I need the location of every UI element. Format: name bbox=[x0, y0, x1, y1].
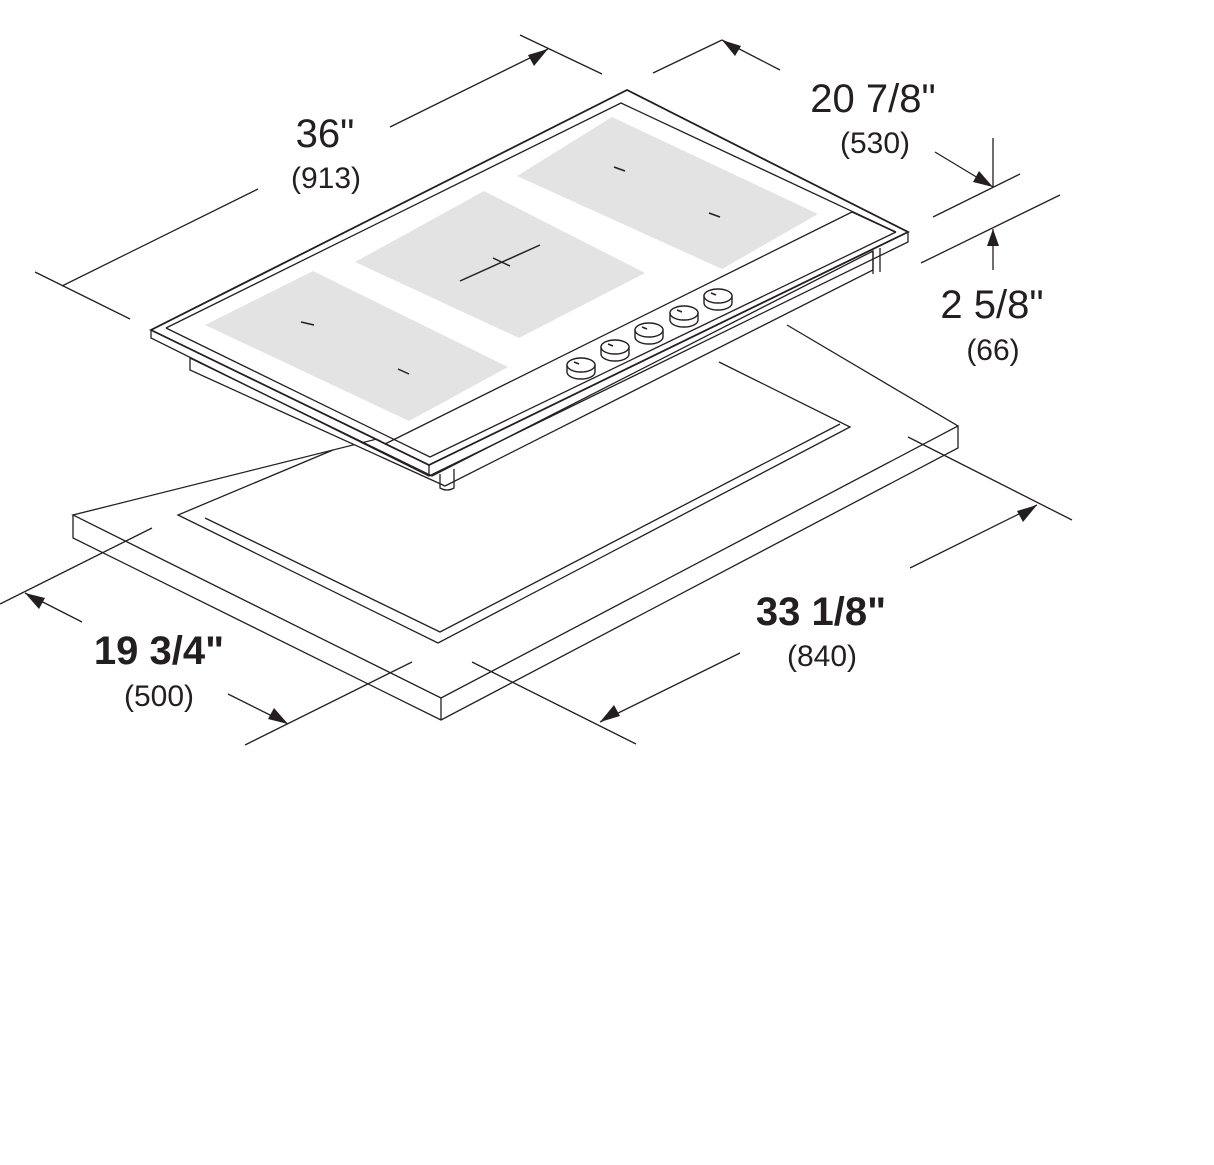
cutout-depth-imperial-label: 19 3/4" bbox=[94, 629, 224, 673]
cutout-width-extension-left bbox=[471, 661, 637, 745]
height-metric-label: (66) bbox=[966, 334, 1019, 367]
depth-arrow-bottom bbox=[973, 171, 993, 187]
depth-arrow-top bbox=[722, 40, 741, 56]
zone-mark bbox=[397, 368, 410, 375]
cutout-inner-edge bbox=[204, 423, 841, 633]
cutout-width-dim-line-right bbox=[909, 504, 1038, 569]
cooktop bbox=[148, 88, 911, 491]
dimension-lines bbox=[0, 34, 1073, 746]
control-knob-1 bbox=[566, 357, 596, 380]
cooking-zone-left bbox=[205, 271, 508, 421]
cutout-width-extension-right bbox=[907, 436, 1073, 521]
zone-mark bbox=[492, 257, 511, 267]
height-extension-bottom bbox=[920, 194, 1061, 264]
cutout-depth-arrow-bottom bbox=[268, 708, 288, 724]
dimension-labels: 36" (913) 20 7/8" (530) 2 5/8" (66) 33 1… bbox=[94, 77, 1044, 713]
control-strip-line bbox=[384, 211, 853, 445]
control-knob-2 bbox=[600, 339, 630, 362]
height-imperial-label: 2 5/8" bbox=[940, 283, 1043, 327]
cooking-zone-center bbox=[355, 191, 645, 338]
cutout-width-arrow-left bbox=[600, 705, 620, 722]
cutout-depth-arrow-top bbox=[25, 593, 45, 609]
zone-mark bbox=[300, 321, 315, 326]
width-dim-line-left bbox=[61, 188, 259, 287]
depth-imperial-label: 20 7/8" bbox=[810, 77, 935, 121]
cooktop-bevel-back bbox=[165, 102, 897, 329]
zone-mark-center bbox=[459, 244, 541, 282]
cutout-depth-extension-top bbox=[0, 527, 153, 605]
countertop-edge bbox=[72, 426, 959, 721]
cutout-width-dim-line-left bbox=[599, 652, 741, 723]
housing-foot bbox=[439, 469, 455, 491]
height-extension-top bbox=[932, 173, 1021, 218]
width-imperial-label: 36" bbox=[296, 112, 355, 156]
countertop bbox=[71, 324, 960, 721]
control-knob-4 bbox=[669, 305, 699, 328]
control-knobs bbox=[566, 288, 733, 380]
cutout-depth-metric-label: (500) bbox=[124, 680, 194, 713]
width-dim-line-right bbox=[389, 48, 549, 128]
control-knob-3 bbox=[634, 322, 664, 345]
depth-extension-top bbox=[652, 39, 723, 74]
cutout-outline bbox=[176, 361, 852, 644]
width-arrow bbox=[528, 49, 548, 66]
height-arrow-bottom bbox=[987, 229, 999, 246]
cooktop-bevel bbox=[165, 231, 897, 458]
cooking-zone-right bbox=[517, 117, 818, 269]
zone-mark bbox=[708, 212, 721, 218]
cutout-width-arrow-right bbox=[1017, 505, 1037, 522]
cutout-depth-extension-bottom bbox=[244, 661, 413, 746]
control-strip-end bbox=[851, 211, 896, 233]
cutout-width-imperial-label: 33 1/8" bbox=[756, 590, 886, 634]
width-extension-left bbox=[34, 271, 131, 320]
control-knob-5 bbox=[703, 288, 733, 311]
width-extension-right bbox=[519, 34, 603, 75]
cutout-width-metric-label: (840) bbox=[787, 640, 857, 673]
width-metric-label: (913) bbox=[291, 162, 361, 195]
depth-metric-label: (530) bbox=[840, 127, 910, 160]
zone-mark bbox=[613, 166, 626, 172]
